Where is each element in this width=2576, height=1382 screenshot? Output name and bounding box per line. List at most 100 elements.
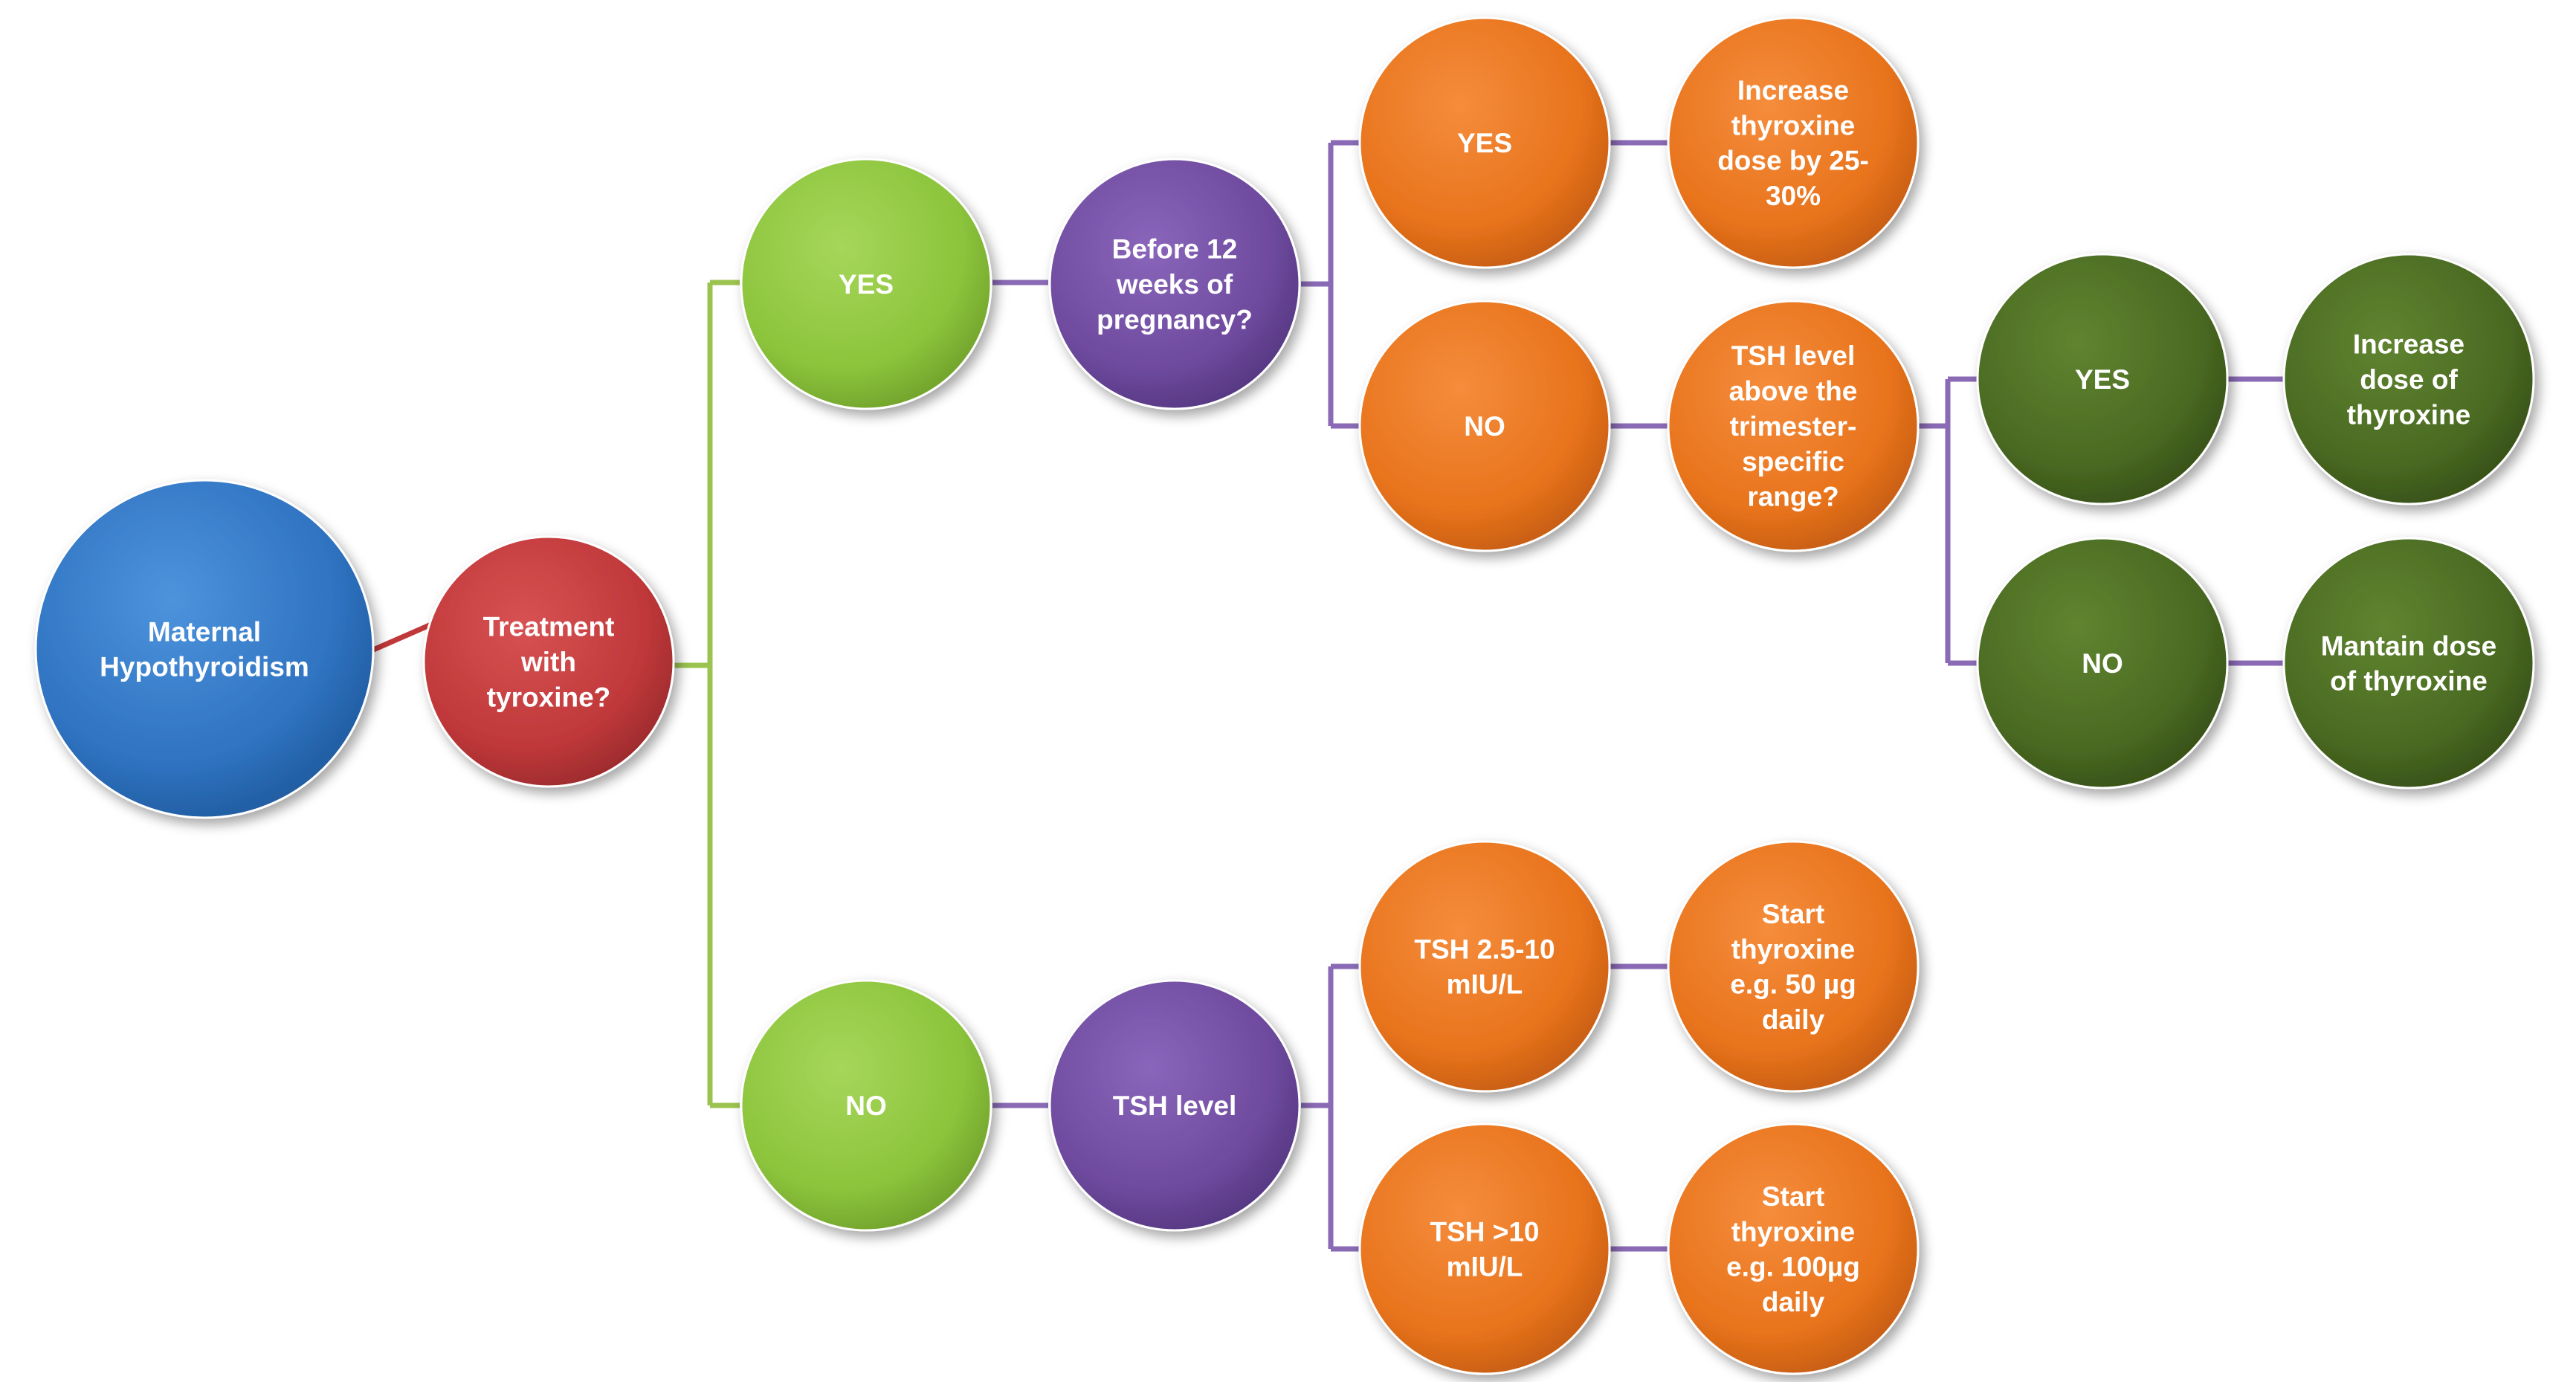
tsh-over-10-line: mIU/L (1447, 1252, 1523, 1282)
connector-tsh-above-yes-no (1918, 376, 1978, 666)
tsh-2-5-10-line: TSH 2.5-10 (1414, 934, 1555, 964)
label-start-100: Start thyroxine e.g. 100µg daily (1726, 1181, 1860, 1317)
label-treated-yes: YES (839, 269, 894, 300)
label-before-12-no: NO (1464, 411, 1505, 442)
node-above-range-no: NO (1976, 537, 2229, 790)
circle-increase-dose-25-30 (1667, 16, 1920, 269)
connectors (370, 140, 2286, 1252)
start-50-line: e.g. 50 µg (1730, 969, 1856, 1000)
start-100-line: daily (1762, 1287, 1825, 1317)
before-12-weeks-line: weeks of (1116, 269, 1233, 300)
above-range-no-line: NO (2082, 648, 2123, 679)
node-before-12-no: NO (1358, 300, 1611, 552)
increase-dose-25-30-line: Increase (1737, 75, 1849, 106)
circle-start-50 (1667, 840, 1920, 1093)
label-tsh-above-range: TSH level above the trimester-specific rang… (1729, 340, 1858, 512)
node-above-range-yes: YES (1976, 253, 2229, 506)
increase-dose-line: Increase (2353, 329, 2464, 360)
node-start-50: Start thyroxine e.g. 50 µg daily (1667, 840, 1920, 1093)
circle-treated-yes (740, 158, 992, 410)
tsh-above-range-line: above the (1729, 376, 1858, 407)
circle-tsh-over-10 (1358, 1123, 1611, 1375)
label-tsh-level: TSH level (1113, 1091, 1237, 1121)
treatment-with-thyroxine-line: with (520, 647, 576, 677)
before-12-weeks-line: Before 12 (1112, 234, 1238, 265)
before-12-weeks-line: pregnancy? (1097, 304, 1253, 335)
circle-start-100 (1667, 1123, 1920, 1375)
maternal-hypothyroidism-line: Maternal (148, 616, 261, 647)
start-100-line: thyroxine (1731, 1216, 1856, 1247)
tsh-above-range-line: trimester- (1730, 411, 1857, 442)
circle-tsh-above-range (1667, 300, 1920, 552)
increase-dose-line: dose of (2360, 364, 2458, 395)
tsh-above-range-line: TSH level (1731, 340, 1856, 371)
above-range-yes-line: YES (2075, 364, 2130, 395)
start-100-line: Start (1762, 1181, 1824, 1212)
before-12-no-line: NO (1464, 411, 1505, 442)
node-treatment-with-thyroxine: Treatment with tyroxine? (422, 535, 675, 788)
label-start-50: Start thyroxine e.g. 50 µg daily (1730, 899, 1856, 1035)
treatment-with-thyroxine-line: tyroxine? (487, 682, 611, 712)
circle-above-range-yes (1976, 253, 2229, 506)
node-tsh-over-10: TSH >10 mIU/L (1358, 1123, 1611, 1375)
node-start-100: Start thyroxine e.g. 100µg daily (1667, 1123, 1920, 1375)
increase-dose-25-30-line: thyroxine (1731, 110, 1856, 141)
start-50-line: thyroxine (1731, 934, 1856, 964)
increase-dose-25-30-line: dose by 25- (1717, 146, 1869, 176)
connector-root-treatment (370, 621, 433, 653)
tsh-over-10-line: TSH >10 (1430, 1216, 1539, 1247)
label-before-12-weeks: Before 12 weeks of pregnancy? (1097, 234, 1253, 335)
circle-before-12-yes (1358, 16, 1611, 269)
node-before-12-weeks: Before 12 weeks of pregnancy? (1048, 158, 1301, 410)
connector-treatment-yes-no (673, 280, 740, 1108)
label-above-range-yes: YES (2075, 364, 2130, 395)
treatment-with-thyroxine-line: Treatment (483, 612, 615, 642)
circle-increase-dose (2282, 253, 2535, 506)
treated-no-line: NO (845, 1091, 887, 1121)
before-12-yes-line: YES (1457, 128, 1512, 158)
node-treated-yes: YES (740, 158, 992, 410)
node-increase-dose: Increase dose of thyroxine (2282, 253, 2535, 506)
circle-treated-no (740, 979, 992, 1232)
node-treated-no: NO (740, 979, 992, 1232)
tsh-above-range-line: specific (1742, 446, 1844, 477)
label-treatment-with-thyroxine: Treatment with tyroxine? (483, 612, 615, 713)
connector-tsh-level-ranges (1301, 963, 1360, 1252)
connector-before12-yes-no (1301, 140, 1360, 429)
circle-before-12-weeks (1048, 158, 1301, 410)
label-tsh-over-10: TSH >10 mIU/L (1430, 1216, 1539, 1282)
label-treated-no: NO (845, 1091, 887, 1121)
start-50-line: daily (1762, 1004, 1825, 1035)
node-tsh-2-5-10: TSH 2.5-10 mIU/L (1358, 840, 1611, 1093)
circle-above-range-no (1976, 537, 2229, 790)
node-tsh-above-range: TSH level above the trimester-specific rang… (1667, 300, 1920, 552)
maintain-dose-line: of thyroxine (2330, 666, 2488, 697)
label-increase-dose: Increase dose of thyroxine (2347, 329, 2471, 430)
maternal-hypothyroidism-line: Hypothyroidism (100, 652, 309, 682)
node-before-12-yes: YES (1358, 16, 1611, 269)
treated-yes-line: YES (839, 269, 894, 300)
circle-maintain-dose (2282, 537, 2535, 790)
node-increase-dose-25-30: Increase thyroxine dose by 25- 30% (1667, 16, 1920, 269)
increase-dose-25-30-line: 30% (1766, 181, 1821, 211)
label-before-12-yes: YES (1457, 128, 1512, 158)
label-above-range-no: NO (2082, 648, 2123, 679)
tsh-2-5-10-line: mIU/L (1447, 969, 1523, 1000)
circle-tsh-2-5-10 (1358, 840, 1611, 1093)
label-tsh-2-5-10: TSH 2.5-10 mIU/L (1414, 934, 1555, 999)
node-tsh-level: TSH level (1048, 979, 1301, 1232)
circle-before-12-no (1358, 300, 1611, 552)
label-increase-dose-25-30: Increase thyroxine dose by 25- 30% (1717, 75, 1869, 211)
circle-maternal-hypothyroidism (34, 479, 375, 819)
start-50-line: Start (1762, 899, 1824, 929)
circle-tsh-level (1048, 979, 1301, 1232)
start-100-line: e.g. 100µg (1726, 1252, 1860, 1282)
circle-treatment-with-thyroxine (422, 535, 675, 788)
increase-dose-line: thyroxine (2347, 399, 2471, 430)
tsh-above-range-line: range? (1747, 482, 1839, 512)
